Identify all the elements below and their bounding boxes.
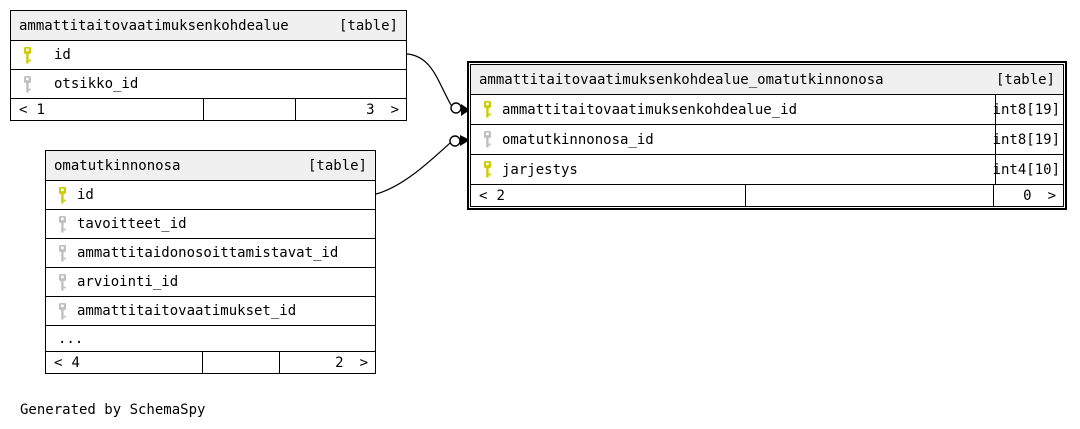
column-name: otsikko_id <box>54 76 139 92</box>
foreign-key-icon <box>58 302 67 320</box>
left-arrow: < <box>479 187 488 204</box>
fk-edge <box>406 53 452 106</box>
table-degree-footer: < 4 2 > <box>46 352 375 373</box>
table-ammattitaitovaatimuksenkohdealue[interactable]: ammattitaitovaatimuksenkohdealue [table]… <box>10 10 407 121</box>
column-row: ammattitaitovaatimukset_id <box>46 297 375 326</box>
right-arrow: > <box>359 354 368 371</box>
column-name: ammattitaitovaatimuksenkohdealue_id <box>502 101 798 118</box>
table-degree-footer: < 1 3 > <box>11 99 406 120</box>
column-name: id <box>54 47 71 63</box>
column-row: ammattitaidonosoittamistavat_id <box>46 239 375 268</box>
children-count: 1 <box>36 101 45 118</box>
right-arrow: > <box>1047 187 1056 204</box>
footer-spacer <box>745 185 993 206</box>
column-name: id <box>77 187 94 203</box>
related-parents-count: 2 > <box>279 352 375 373</box>
left-arrow: < <box>19 101 28 118</box>
children-count: 2 <box>496 187 505 204</box>
footer-spacer <box>203 99 295 120</box>
column-name: ammattitaitovaatimukset_id <box>77 303 297 319</box>
column-row: ammattitaitovaatimuksenkohdealue_id int8… <box>471 95 1063 125</box>
column-name: omatutkinnonosa_id <box>502 131 654 148</box>
foreign-key-icon <box>58 215 67 233</box>
edge-odot <box>450 102 462 114</box>
table-header: ammattitaitovaatimuksenkohdealue [table] <box>11 11 406 41</box>
table-header: ammattitaitovaatimuksenkohdealue_omatutk… <box>471 65 1063 95</box>
foreign-key-icon <box>58 273 67 291</box>
table-title[interactable]: ammattitaitovaatimuksenkohdealue_omatutk… <box>479 71 884 88</box>
fk-edge <box>375 142 451 195</box>
table-omatutkinnonosa[interactable]: omatutkinnonosa [table] id tavoitteet_id <box>45 150 376 374</box>
column-row: jarjestys int4[10] <box>471 155 1063 185</box>
children-count: 4 <box>71 354 80 371</box>
column-row: omatutkinnonosa_id int8[19] <box>471 125 1063 155</box>
table-title[interactable]: ammattitaitovaatimuksenkohdealue <box>19 17 289 34</box>
table-badge: [table] <box>995 71 1055 88</box>
table-title[interactable]: omatutkinnonosa <box>54 157 181 174</box>
column-row: arviointi_id <box>46 268 375 297</box>
left-arrow: < <box>54 354 63 371</box>
table-header: omatutkinnonosa [table] <box>46 151 375 181</box>
foreign-key-icon <box>23 75 32 93</box>
column-row: tavoitteet_id <box>46 210 375 239</box>
column-type: int8[19] <box>993 125 1063 154</box>
table-badge: [table] <box>307 157 367 174</box>
related-children-count: < 1 <box>11 99 203 120</box>
primary-key-icon <box>58 186 67 204</box>
more-columns-ellipsis: ... <box>46 326 375 352</box>
related-children-count: < 2 <box>471 185 745 206</box>
primary-key-icon <box>483 101 492 118</box>
column-row: id <box>11 41 406 70</box>
generator-credit: Generated by SchemaSpy <box>20 402 206 418</box>
edge-arrowhead <box>461 104 470 116</box>
column-name: arviointi_id <box>77 274 179 290</box>
parents-count: 2 <box>335 354 344 371</box>
right-arrow: > <box>390 101 399 118</box>
table-degree-footer: < 2 0 > <box>471 185 1063 206</box>
primary-key-icon <box>23 46 32 64</box>
column-name: ammattitaidonosoittamistavat_id <box>77 245 339 261</box>
column-row: otsikko_id <box>11 70 406 99</box>
table-badge: [table] <box>338 17 398 34</box>
foreign-key-icon <box>58 244 67 262</box>
edge-odot <box>449 135 461 147</box>
column-name: tavoitteet_id <box>77 216 187 232</box>
foreign-key-icon <box>483 131 492 148</box>
footer-spacer <box>202 352 279 373</box>
parents-count: 0 <box>1023 187 1032 204</box>
column-name: jarjestys <box>502 161 578 178</box>
related-parents-count: 0 > <box>993 185 1063 206</box>
column-type: int8[19] <box>993 95 1063 124</box>
primary-key-icon <box>483 161 492 178</box>
related-parents-count: 3 > <box>295 99 406 120</box>
column-row: id <box>46 181 375 210</box>
related-children-count: < 4 <box>46 352 202 373</box>
edge-arrowhead <box>460 135 470 146</box>
column-type: int4[10] <box>993 155 1063 184</box>
parents-count: 3 <box>366 101 375 118</box>
table-ammattitaitovaatimuksenkohdealue-omatutkinnonosa[interactable]: ammattitaitovaatimuksenkohdealue_omatutk… <box>470 64 1064 207</box>
